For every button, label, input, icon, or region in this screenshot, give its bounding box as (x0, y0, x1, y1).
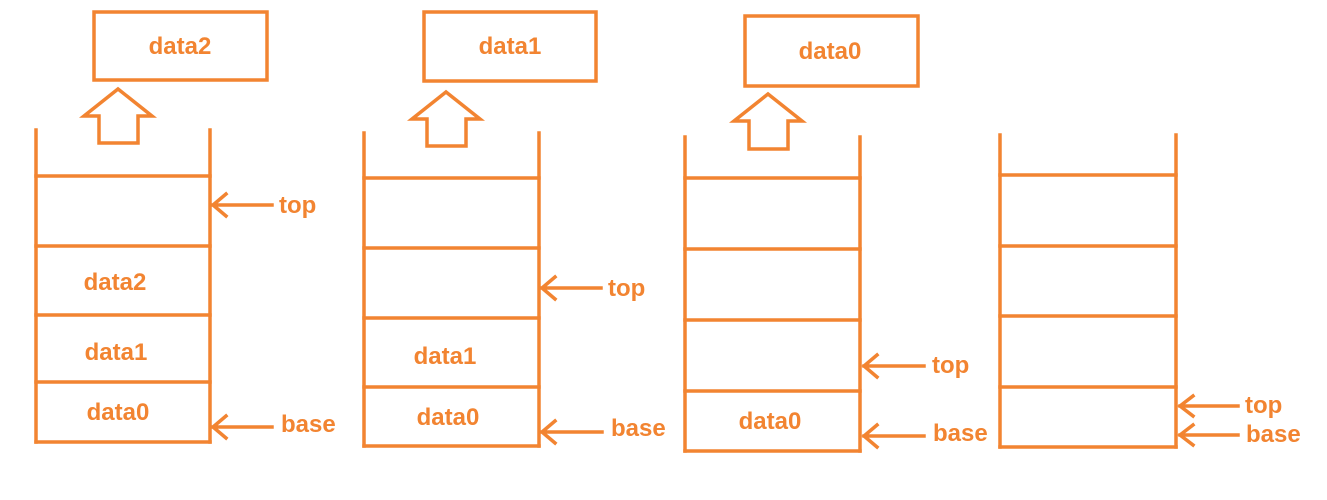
base-pointer: base (861, 420, 988, 450)
stack-cell: data0 (87, 399, 150, 426)
popped-label: data2 (149, 33, 212, 60)
popped-label: data1 (479, 33, 542, 60)
pointer-arrow-icon (539, 274, 603, 302)
top-pointer: top (861, 352, 969, 380)
pointer-label: top (932, 352, 969, 379)
pointer-label: base (281, 411, 336, 438)
top-pointer: top (539, 274, 645, 302)
stack-cell: data0 (739, 408, 802, 435)
pointer-arrow-icon (861, 352, 926, 380)
popped-box (92, 10, 269, 82)
popped-box (422, 10, 598, 83)
top-pointer: top (1177, 392, 1282, 419)
pointer-arrow-icon (861, 422, 926, 450)
pointer-arrow-icon (1177, 393, 1240, 419)
pointer-arrow-icon (210, 191, 274, 219)
stack-2: data1 data1 data0 top base (362, 10, 666, 448)
pointer-label: base (611, 415, 666, 442)
stack-cell: data2 (84, 269, 147, 296)
pop-arrow-icon (78, 86, 158, 145)
stack-4: top base (998, 133, 1301, 449)
base-pointer: base (1177, 421, 1301, 448)
base-pointer: base (210, 411, 336, 441)
popped-label: data0 (799, 38, 862, 65)
pointer-arrow-icon (539, 418, 604, 446)
stack-1: data2 data2 data1 data0 top base (34, 10, 336, 444)
pointer-label: base (1246, 421, 1301, 448)
pointer-label: base (933, 420, 988, 447)
pointer-label: top (608, 275, 645, 302)
top-pointer: top (210, 191, 316, 219)
stack-3: data0 data0 top base (683, 14, 988, 453)
pointer-arrow-icon (1177, 422, 1240, 448)
stack-cell: data1 (414, 343, 477, 370)
popped-box (743, 14, 920, 88)
pointer-arrow-icon (210, 413, 274, 441)
pop-arrow-icon (728, 91, 808, 151)
base-pointer: base (539, 415, 666, 446)
pointer-label: top (279, 192, 316, 219)
stack-cell: data1 (85, 339, 148, 366)
stack-cell: data0 (417, 404, 480, 431)
pop-arrow-icon (406, 89, 486, 148)
pointer-label: top (1245, 392, 1282, 419)
